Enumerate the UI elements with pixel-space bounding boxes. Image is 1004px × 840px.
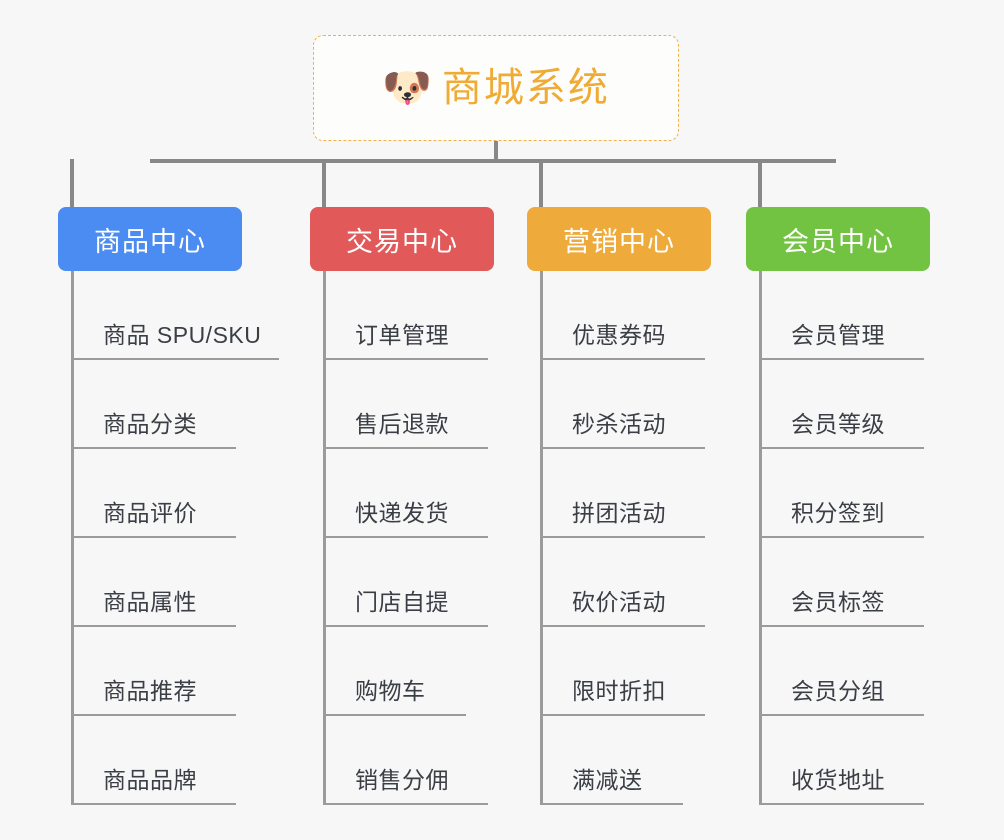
branch-header-label: 交易中心 — [346, 226, 458, 257]
leaf-item-underline — [323, 447, 488, 449]
connector-root-stem — [494, 141, 498, 161]
connector-drop-marketing-center — [539, 159, 543, 207]
branch-member-center: 会员中心 — [746, 207, 930, 271]
leaf-item-label: 商品推荐 — [103, 678, 197, 704]
leaf-item-underline — [759, 447, 924, 449]
leaf-item-underline — [323, 714, 466, 716]
leaf-item-label: 商品品牌 — [103, 767, 197, 793]
leaf-item-label: 订单管理 — [355, 322, 449, 348]
branch-spine-product-center — [71, 271, 74, 805]
branch-header-marketing-center[interactable]: 营销中心 — [527, 207, 711, 271]
root-node-label: 商城系统 — [441, 66, 610, 110]
branch-spine-marketing-center — [540, 271, 543, 805]
root-node[interactable]: 🐶 商城系统 — [313, 35, 679, 141]
leaf-item-label: 购物车 — [355, 678, 426, 704]
leaf-item-label: 售后退款 — [355, 411, 449, 437]
connector-drop-trade-center — [322, 159, 326, 207]
leaf-item-label: 会员分组 — [791, 678, 885, 704]
branch-product-center: 商品中心 — [58, 207, 242, 271]
branch-header-member-center[interactable]: 会员中心 — [746, 207, 930, 271]
leaf-item-underline — [759, 358, 924, 360]
leaf-item-underline — [540, 447, 705, 449]
leaf-item-label: 会员等级 — [791, 411, 885, 437]
leaf-item-label: 商品分类 — [103, 411, 197, 437]
leaf-item-underline — [759, 714, 924, 716]
branch-header-trade-center[interactable]: 交易中心 — [310, 207, 494, 271]
leaf-item-underline — [71, 447, 236, 449]
leaf-item-underline — [71, 714, 236, 716]
branch-marketing-center: 营销中心 — [527, 207, 711, 271]
leaf-item-label: 会员标签 — [791, 589, 885, 615]
leaf-item-underline — [759, 803, 924, 805]
leaf-item-underline — [540, 714, 705, 716]
leaf-item-underline — [323, 536, 488, 538]
branch-spine-trade-center — [323, 271, 326, 805]
leaf-item-label: 销售分佣 — [355, 767, 449, 793]
leaf-item-label: 限时折扣 — [572, 678, 666, 704]
shiba-dog-icon: 🐶 — [382, 66, 432, 110]
leaf-item-underline — [323, 358, 488, 360]
leaf-item-label: 商品属性 — [103, 589, 197, 615]
leaf-item-underline — [71, 536, 236, 538]
leaf-item-label: 砍价活动 — [572, 589, 666, 615]
leaf-item-underline — [759, 536, 924, 538]
leaf-item-label: 优惠券码 — [572, 322, 666, 348]
leaf-item-label: 积分签到 — [791, 500, 885, 526]
branch-header-label: 营销中心 — [563, 226, 675, 257]
leaf-item-underline — [323, 803, 488, 805]
branch-header-label: 会员中心 — [782, 226, 894, 257]
leaf-item-underline — [540, 536, 705, 538]
connector-drop-member-center — [758, 159, 762, 207]
leaf-item-underline — [323, 625, 488, 627]
branch-spine-member-center — [759, 271, 762, 805]
leaf-item-underline — [71, 625, 236, 627]
leaf-item-label: 商品评价 — [103, 500, 197, 526]
leaf-item-label: 拼团活动 — [572, 500, 666, 526]
branch-trade-center: 交易中心 — [310, 207, 494, 271]
leaf-item-underline — [540, 358, 705, 360]
leaf-item-underline — [759, 625, 924, 627]
branch-header-product-center[interactable]: 商品中心 — [58, 207, 242, 271]
branch-header-label: 商品中心 — [94, 226, 206, 257]
leaf-item-underline — [540, 625, 705, 627]
leaf-item-label: 商品 SPU/SKU — [103, 322, 262, 348]
leaf-item-label: 秒杀活动 — [572, 411, 666, 437]
leaf-item-underline — [71, 358, 279, 360]
connector-drop-product-center — [70, 159, 74, 207]
leaf-item-underline — [71, 803, 236, 805]
connector-horizontal-bus — [150, 159, 836, 163]
leaf-item-label: 满减送 — [572, 767, 643, 793]
leaf-item-label: 门店自提 — [355, 589, 449, 615]
leaf-item-label: 快递发货 — [355, 500, 449, 526]
leaf-item-underline — [540, 803, 683, 805]
leaf-item-label: 收货地址 — [791, 767, 885, 793]
leaf-item-label: 会员管理 — [791, 322, 885, 348]
